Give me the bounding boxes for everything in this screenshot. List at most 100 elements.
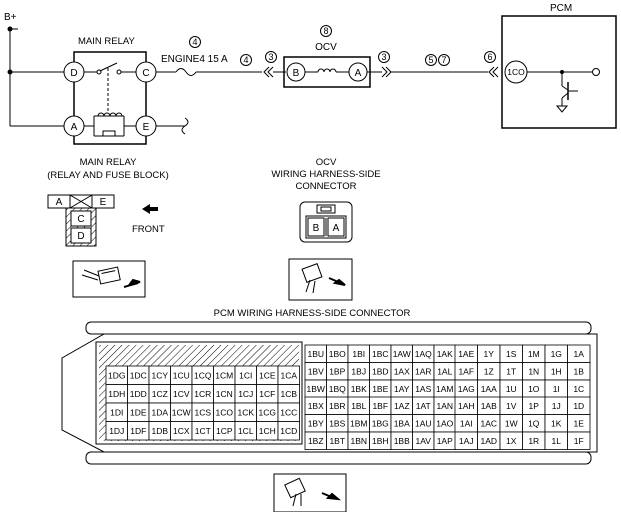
relay-grid-d: D [77,231,84,242]
pin-label: 1BG [372,418,389,428]
pin-label: 1F [574,436,584,446]
relay-grid-c: C [77,214,84,225]
pin-label: 1AG [458,384,475,394]
pin-label: 1BP [329,366,345,376]
ocv-connector-view: OCV WIRING HARNESS-SIDE CONNECTOR B A [271,157,381,301]
supply-label: B+ [4,12,17,23]
pin-label: 1N [528,366,539,376]
pin-label: 1CY [151,370,168,380]
pcm-title: PCM [550,3,572,14]
pin-label: 1BD [372,366,389,376]
pin-label: 1AU [415,418,432,428]
pin-label: 1CE [259,370,276,380]
pin-label: 1AK [437,349,453,359]
pin-label: 1BO [329,349,346,359]
pin-label: 1S [506,349,517,359]
pin-cell [567,431,591,450]
pin-label: 1DI [110,407,123,417]
pin-label: 1B [574,366,585,376]
pin-label: 1AP [437,436,453,446]
pin-label: 1W [505,418,518,428]
pin-label: 1AY [394,384,410,394]
pin-label: 1BT [329,436,345,446]
pin-label: 1AR [415,366,432,376]
cnum-7: 7 [441,55,446,65]
relay-coil [84,112,136,137]
pin-label: 1DJ [109,426,124,436]
cnum-8: 8 [323,26,328,36]
pin-label: 1CW [172,407,191,417]
pin-label: 1BE [372,384,388,394]
pin-label: 1A [574,349,585,359]
pin-label: 1AD [480,436,497,446]
pin-label: 1CC [280,407,297,417]
cnum-4a: 4 [192,37,197,47]
pin-label: 1DA [151,407,168,417]
relay-connector-view: MAIN RELAY (RELAY AND FUSE BLOCK) A E C … [47,157,169,298]
pin-label: 1DF [130,426,146,436]
schematic: B+ MAIN RELAY D C A E [4,3,617,145]
pin-label: 1CG [259,407,276,417]
pin-label: 1AJ [459,436,474,446]
fuse-symbol [175,68,197,76]
pin-label: 1CK [237,407,254,417]
pin-label: 1CZ [152,389,168,399]
pin-label: 1CR [194,389,211,399]
pcm-terminal: 1CO [507,67,525,77]
pin-label: 1CT [195,426,211,436]
pin-label: 1AN [436,401,453,411]
pin-label: 1DB [151,426,168,436]
front-label: FRONT [132,224,165,235]
relay-grid-a: A [56,197,63,208]
relay-connector-view-icon [72,260,146,298]
relay-grid-e: E [100,197,107,208]
pin-label: 1AI [460,418,473,428]
pin-label: 1M [528,349,540,359]
ocv-caption-1: OCV [316,157,337,168]
ocv-pin-a: A [333,223,340,234]
pin-label: 1CF [259,389,275,399]
pcm-transistor [527,68,600,113]
pin-label: 1P [529,401,540,411]
ocv-connector-view-icon [288,258,353,301]
pin-label: 1X [506,436,517,446]
pin-label: 1K [551,418,562,428]
relay-caption-1: MAIN RELAY [80,157,138,168]
ocv-title: OCV [315,42,337,53]
pin-label: 1Z [484,366,494,376]
pin-label: 1CS [194,407,211,417]
pin-label: 1BN [350,436,367,446]
pin-label: 1L [552,436,562,446]
pin-label: 1CX [173,426,190,436]
ocv-terminal-a: A [355,68,362,79]
pin-label: 1BI [352,349,365,359]
pin-label: 1CQ [194,370,212,380]
pin-label: 1BC [372,349,389,359]
pin-label: 1AO [436,418,453,428]
pin-label: 1CD [280,426,297,436]
main-relay-box [73,51,147,145]
pin-label: 1CV [173,389,190,399]
ocv-caption-3: CONNECTOR [295,181,356,192]
ocv-pin-b: B [313,223,320,234]
pin-label: 1AQ [415,349,432,359]
relay-terminal-c: C [142,68,149,79]
cnum-6: 6 [487,52,492,62]
pin-label: 1DD [130,389,147,399]
fuse-label: ENGINE4 15 A [161,54,228,65]
pin-label: 1C [573,384,584,394]
pcm-box [501,15,617,129]
pin-label: 1AT [416,401,431,411]
pin-label: 1CN [216,389,233,399]
pin-label: 1Q [528,418,540,428]
pin-cell [277,421,300,441]
pin-label: 1AC [480,418,497,428]
pin-label: 1BR [329,401,346,411]
pin-label: 1BA [394,418,410,428]
pin-label: 1AH [458,401,475,411]
pin-label: 1R [528,436,539,446]
pin-label: 1BL [351,401,366,411]
pin-label: 1I [553,384,560,394]
